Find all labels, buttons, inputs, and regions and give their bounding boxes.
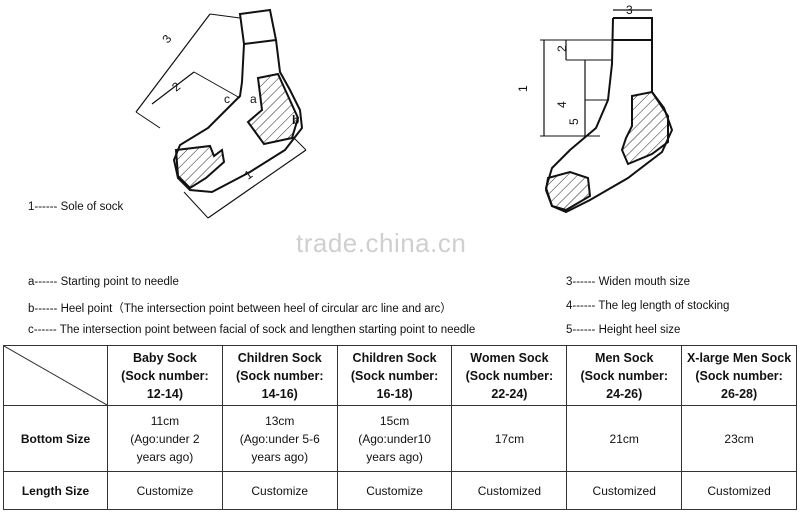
left-label-b: b	[292, 113, 299, 127]
legend-sole: 1------ Sole of sock	[28, 201, 124, 213]
table-cell: Customize	[336, 471, 453, 510]
right-sock-drawing	[540, 9, 674, 214]
legend-b: b------ Heel point（The intersection poin…	[28, 303, 452, 315]
left-label-c: c	[224, 92, 230, 106]
row-label-length-size: Length Size	[3, 471, 108, 510]
legend-heel: 5------ Height heel size	[566, 324, 681, 336]
legend-a: a------ Starting point to needle	[28, 276, 179, 288]
table-cell: 23cm	[681, 405, 797, 472]
right-label-1: 1	[516, 85, 530, 92]
column-header: X-large Men Sock(Sock number:26-28)	[681, 345, 797, 406]
table-cell: Customize	[107, 471, 223, 510]
table-cell: Customized	[566, 471, 683, 510]
watermark: trade.china.cn	[296, 228, 467, 258]
right-label-5: 5	[567, 118, 581, 125]
table-cell: Customized	[681, 471, 797, 510]
left-sock-drawing	[135, 8, 307, 219]
legend-c: c------ The intersection point between f…	[28, 324, 476, 336]
legend-widen: 3------ Widen mouth size	[566, 276, 690, 288]
column-header: Children Sock(Sock number:14-16)	[221, 345, 338, 406]
table-cell: Customized	[451, 471, 568, 510]
left-label-3: 3	[159, 32, 174, 46]
table-header-row: Baby Sock(Sock number:12-14) Children So…	[3, 345, 797, 406]
legend-leg: 4------ The leg length of stocking	[566, 300, 730, 312]
column-header: Baby Sock(Sock number:12-14)	[107, 345, 223, 406]
corner-cell	[3, 345, 108, 406]
sock-size-table: Baby Sock(Sock number:12-14) Children So…	[3, 345, 797, 510]
column-header: Men Sock(Sock number:24-26)	[566, 345, 683, 406]
table-row: Length Size Customize Customize Customiz…	[3, 471, 797, 510]
sock-diagrams: 3 2 1 a b c 3 2 1 4 5	[135, 3, 674, 219]
right-label-2: 2	[555, 45, 569, 52]
table-cell: Customize	[221, 471, 338, 510]
row-label-bottom-size: Bottom Size	[3, 405, 108, 472]
left-label-a: a	[250, 92, 257, 106]
column-header: Children Sock(Sock number:16-18)	[336, 345, 453, 406]
right-label-4: 4	[555, 101, 569, 108]
table-cell: 17cm	[451, 405, 568, 472]
column-header: Women Sock(Sock number:22-24)	[451, 345, 568, 406]
right-label-3: 3	[626, 3, 633, 17]
table-cell: 21cm	[566, 405, 683, 472]
